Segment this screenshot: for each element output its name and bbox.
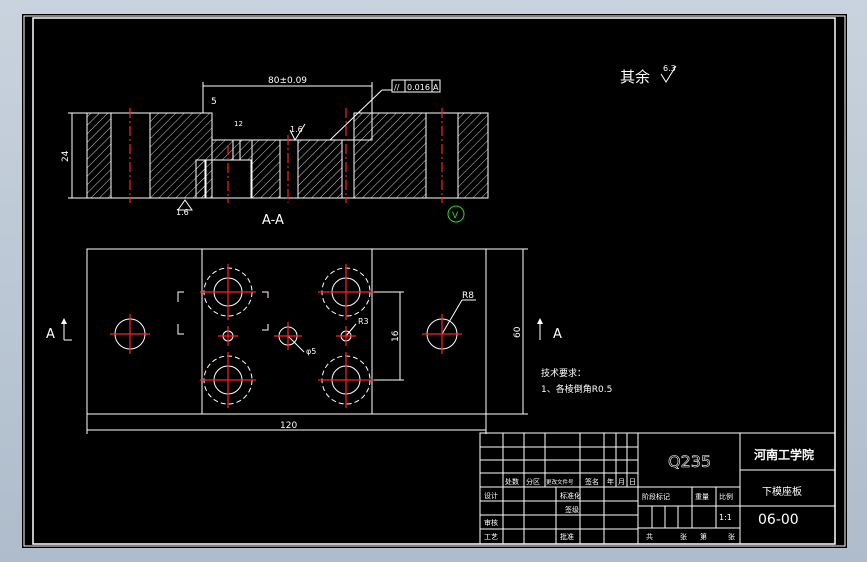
stage-header-weight: 重量 <box>695 493 709 501</box>
drawing-number-label: 06-00 <box>758 512 799 528</box>
scale-label: 1:1 <box>719 513 732 522</box>
dim-16-label: 16 <box>391 330 401 342</box>
hatch-block-6 <box>353 112 427 199</box>
rev-header-day: 日 <box>629 478 636 486</box>
dim-120-label: 120 <box>280 421 297 431</box>
drawing-background <box>22 14 847 548</box>
surface-note-label: 其余 <box>620 68 650 86</box>
hatch-block-1 <box>86 112 112 199</box>
part-name-label: 下模座板 <box>762 485 802 498</box>
role-design: 设计 <box>484 491 498 500</box>
hatch-block-4 <box>251 139 281 199</box>
plan-centerlines <box>110 264 462 408</box>
tech-req-item-1: 1、各棱倒角R0.5 <box>541 383 612 395</box>
section-title: A-A <box>262 213 284 228</box>
sheet-unit-label-2: 张 <box>728 532 735 541</box>
rev-header-month: 月 <box>618 478 625 486</box>
section-centerlines <box>129 108 443 203</box>
surface-roughness-icon <box>660 65 677 83</box>
dim-60-label: 60 <box>513 326 523 338</box>
role-approve: 批准 <box>560 532 574 541</box>
rev-header-docno: 更改文件号 <box>546 478 574 486</box>
roughness-top-label: 1.6 <box>290 125 303 134</box>
roughness-bottom-label: 1.6 <box>176 208 189 217</box>
rev-header-year: 年 <box>607 477 614 486</box>
section-view <box>68 79 489 223</box>
phi5-label: φ5 <box>306 347 316 356</box>
role-process: 工艺 <box>484 533 498 541</box>
roughness-symbol-top <box>289 123 306 142</box>
title-block <box>479 432 836 545</box>
plate-outline <box>86 248 487 415</box>
roughness-circle <box>447 205 465 223</box>
r8-label: R8 <box>462 291 474 301</box>
r3-label: R3 <box>358 317 369 326</box>
section-mark-left: A <box>46 327 55 342</box>
hatch-block-7 <box>457 112 489 199</box>
sheet-total-label: 共 <box>646 532 653 541</box>
arrow-up-right-icon <box>537 318 543 324</box>
plan-labels: 120 60 16 R8 R3 φ5 A A <box>46 291 562 431</box>
role-check: 审核 <box>484 518 498 527</box>
roughness-symbol-bottom <box>177 199 193 211</box>
role-stamp: 签级 <box>565 505 579 514</box>
hatch-block-5 <box>297 139 343 199</box>
stage-header-mark: 阶段标记 <box>642 492 670 501</box>
tolerance-frame <box>391 79 441 93</box>
tolerance-datum: A <box>433 83 439 92</box>
sheet-index-label: 第 <box>700 532 707 541</box>
section-labels: 80±0.09 24 5 12 // 0.016 A 1.6 1.6 A-A <box>61 76 439 228</box>
arrow-up-left-icon <box>61 318 67 324</box>
school-label: 河南工学院 <box>753 447 814 462</box>
roughness-mark-glyph: V <box>452 211 459 221</box>
hatch-block-3 <box>211 139 253 161</box>
rev-header-zone: 分区 <box>526 477 540 486</box>
dim-5-label: 5 <box>211 97 217 107</box>
stage-header-scale: 比例 <box>719 492 733 501</box>
material-label: Q235 <box>668 452 711 471</box>
role-standardize: 标准化 <box>560 491 581 500</box>
tolerance-symbol: // <box>394 83 400 92</box>
title-block-text: Q235 河南工学院 下模座板 06-00 1:1 处数 分区 更改文件号 签名… <box>484 447 814 541</box>
dim-12-label: 12 <box>234 120 243 128</box>
sheet-unit-label-1: 张 <box>680 532 687 541</box>
dim-80-label: 80±0.09 <box>268 76 307 86</box>
inner-frame <box>32 17 836 545</box>
rev-header-count: 处数 <box>505 477 519 486</box>
tech-req-title: 技术要求： <box>541 367 586 379</box>
tolerance-value: 0.016 <box>407 83 430 92</box>
section-mark-right: A <box>553 327 562 342</box>
dim-24-label: 24 <box>61 150 71 162</box>
surface-note-value: 6.3 <box>663 64 676 73</box>
outer-frame <box>23 15 846 547</box>
rev-header-sign: 签名 <box>585 477 599 486</box>
